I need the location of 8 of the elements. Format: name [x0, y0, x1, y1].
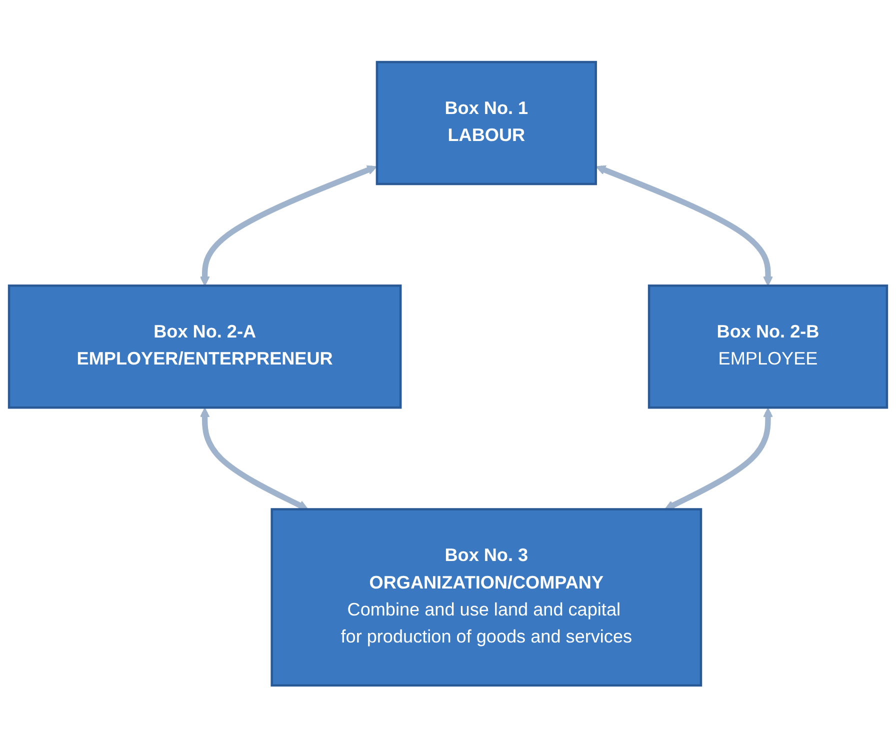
arrow: [664, 407, 773, 510]
node-box: Box No. 2-B EMPLOYEE: [648, 284, 888, 408]
node-box: Box No. 2-A EMPLOYER/ENTERPRENEUR: [8, 284, 402, 408]
arrow: [596, 165, 773, 286]
node-box: Box No. 3 ORGANIZATION/COMPANY Combine and use land and capital for production of goods and services: [270, 508, 702, 686]
node-box: Box No. 1 LABOUR: [376, 60, 597, 185]
arrow: [200, 407, 308, 510]
arrow: [200, 165, 377, 286]
